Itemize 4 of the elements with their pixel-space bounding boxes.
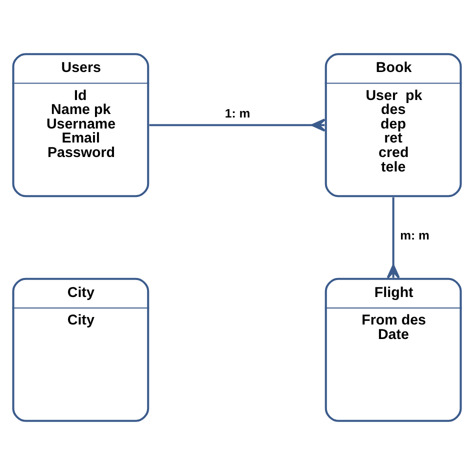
connector [386, 196, 400, 278]
edge-label: 1: m [224, 106, 250, 120]
connector [149, 118, 326, 132]
edge-label: m: m [400, 228, 430, 242]
